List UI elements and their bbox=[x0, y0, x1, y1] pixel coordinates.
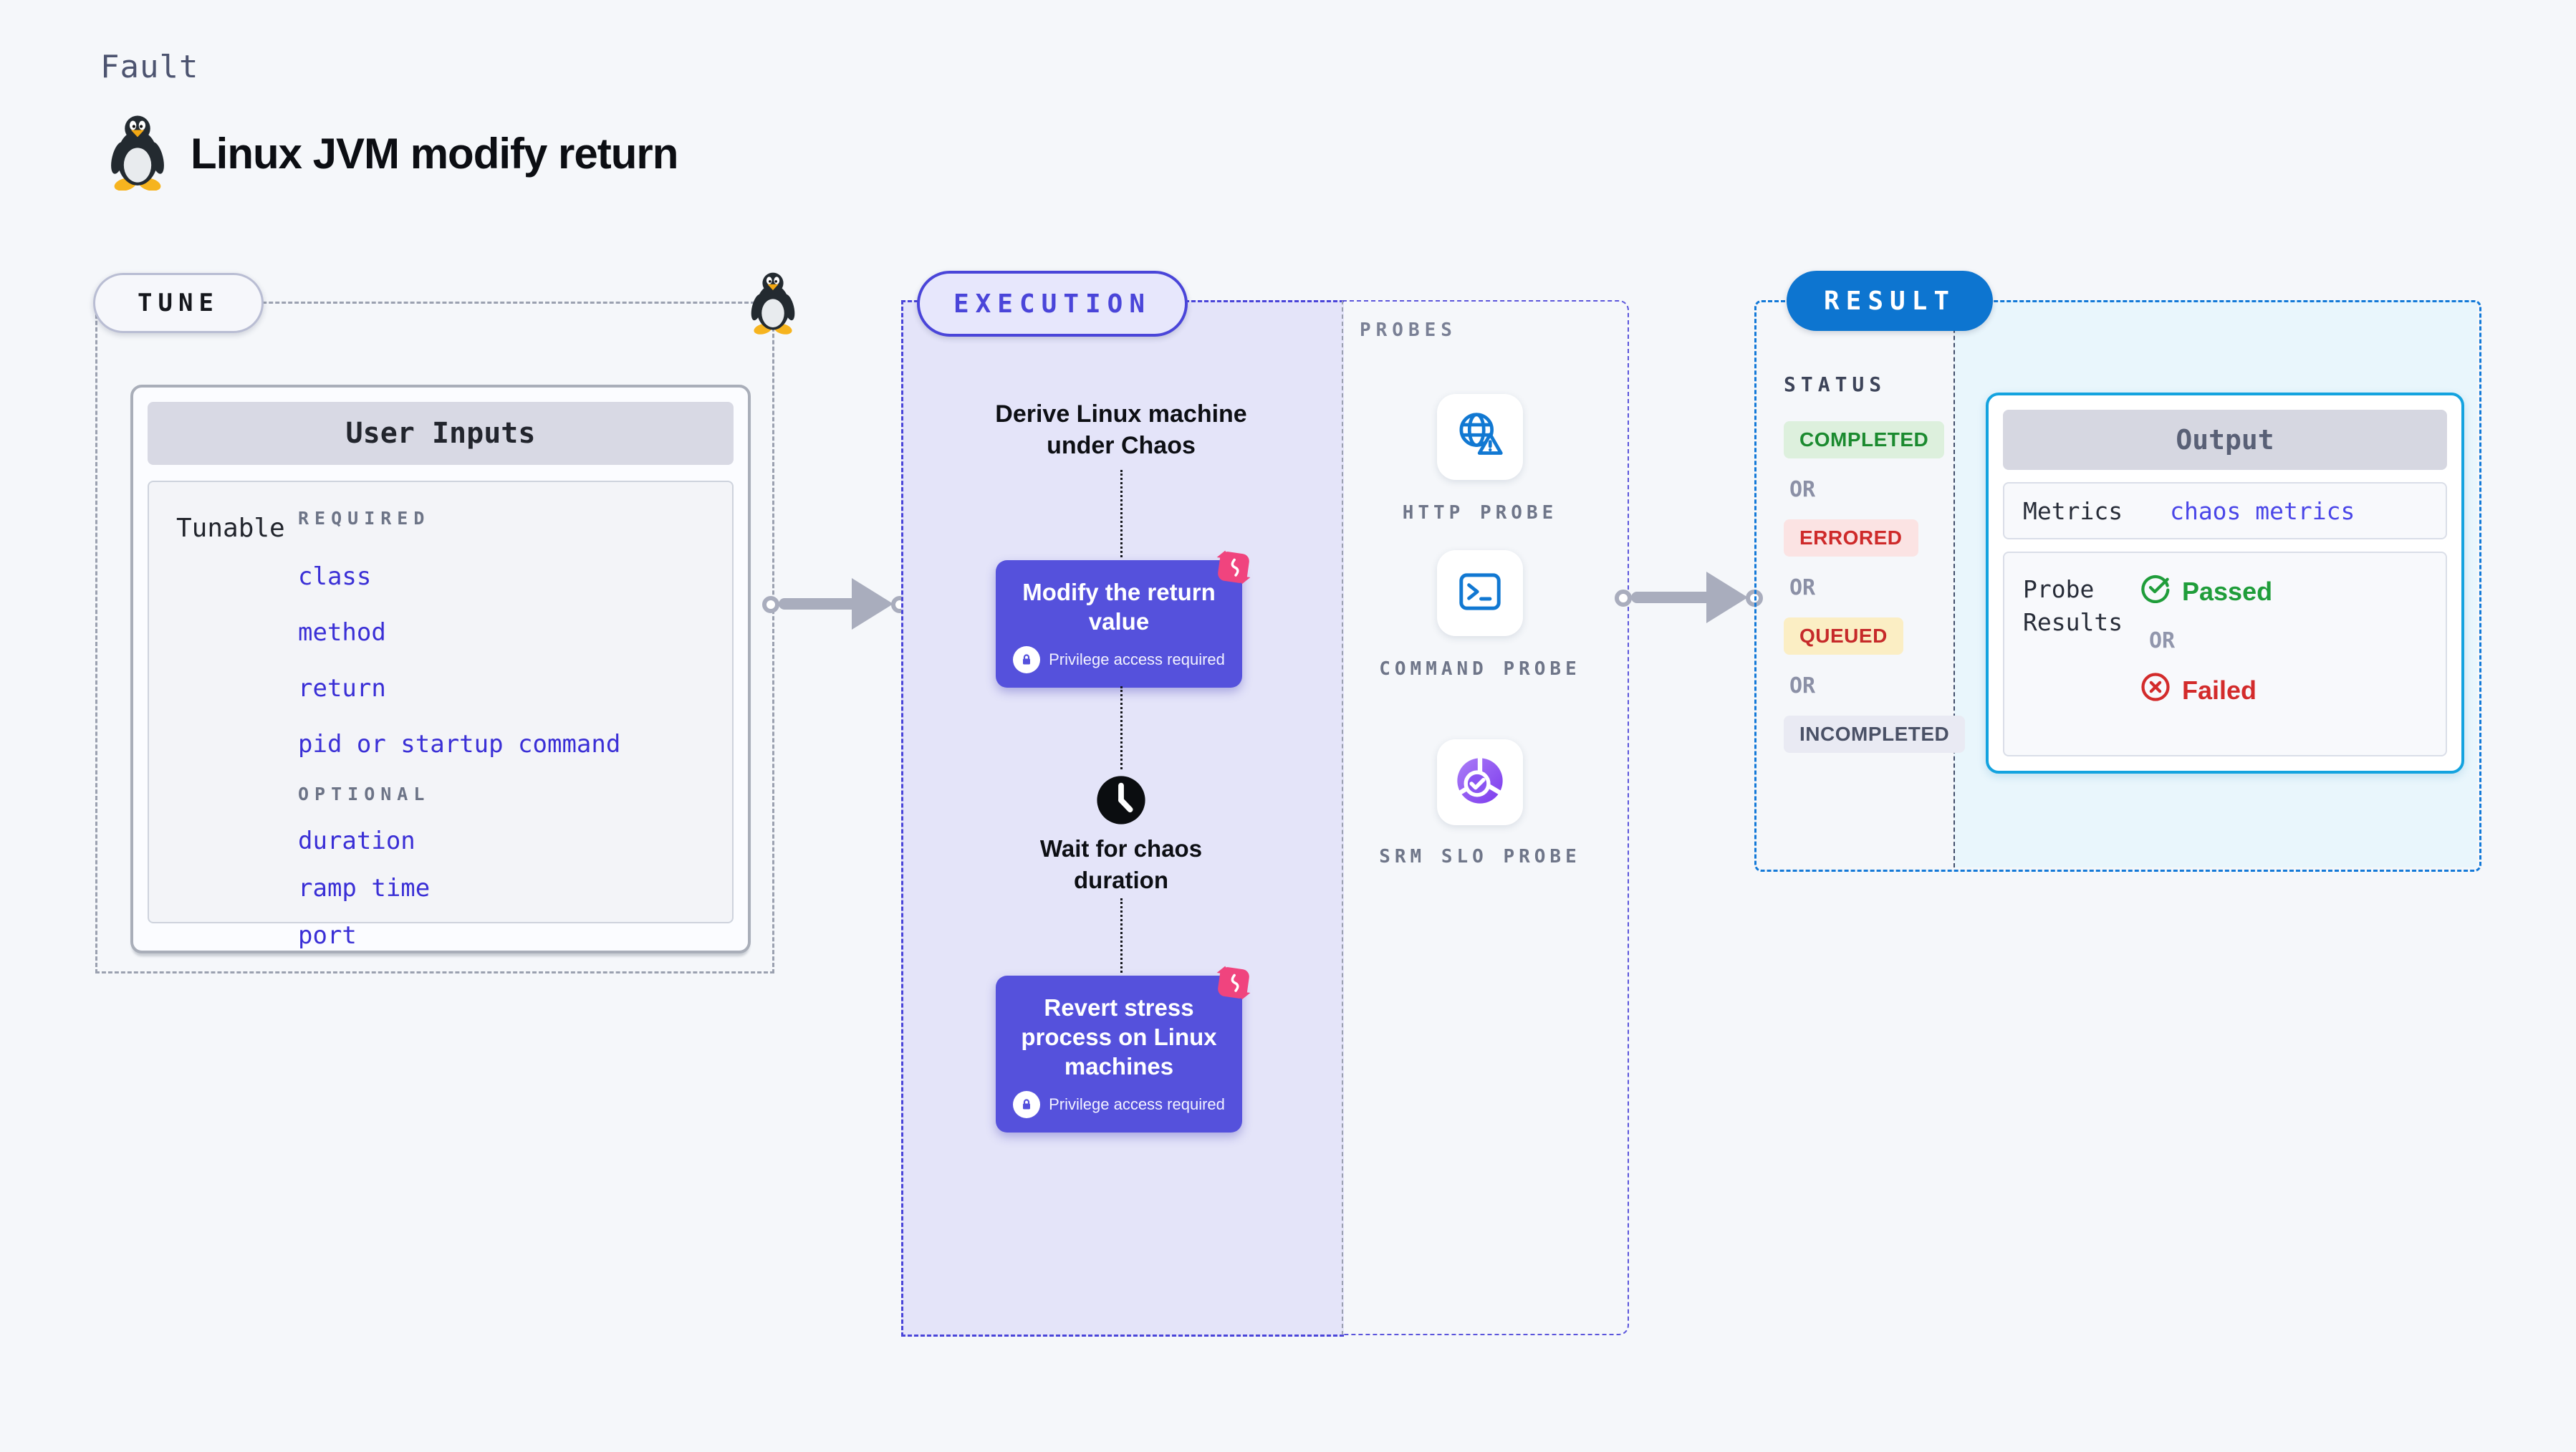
execution-to-result-arrow bbox=[1615, 566, 1763, 629]
srm-slo-probe-label: SRM SLO PROBE bbox=[1379, 846, 1581, 867]
tune-section-box bbox=[95, 302, 774, 973]
privilege-note: Privilege access required bbox=[1049, 650, 1225, 668]
tunable-link-method[interactable]: method bbox=[298, 618, 386, 647]
tunable-label: Tunable bbox=[176, 514, 285, 543]
revert-stress-title: Revert stress process on Linux machines bbox=[1021, 994, 1217, 1080]
flow-connector bbox=[1120, 898, 1123, 973]
tux-penguin-icon bbox=[106, 113, 169, 194]
metrics-row: Metrics chaos metrics bbox=[2003, 482, 2447, 539]
fault-kicker: Fault bbox=[100, 49, 199, 85]
http-probe-card[interactable] bbox=[1437, 394, 1523, 480]
optional-label: OPTIONAL bbox=[298, 784, 431, 804]
probe-results-row: Probe Results Passed OR bbox=[2003, 552, 2447, 756]
output-title: Output bbox=[2003, 410, 2447, 470]
or-label: OR bbox=[1789, 477, 1816, 502]
failed-label: Failed bbox=[2182, 675, 2257, 705]
page-header: Linux JVM modify return bbox=[106, 113, 678, 194]
execution-section-pill: EXECUTION bbox=[917, 271, 1188, 337]
http-probe-label: HTTP PROBE bbox=[1402, 502, 1558, 524]
command-probe-card[interactable] bbox=[1437, 550, 1523, 636]
chaos-spark-icon bbox=[1213, 963, 1254, 1003]
probes-section-box bbox=[1342, 300, 1629, 1335]
status-list: COMPLETED OR ERRORED OR QUEUED OR INCOMP… bbox=[1784, 421, 1966, 753]
probes-label: PROBES bbox=[1360, 319, 1457, 341]
metrics-label: Metrics bbox=[2023, 496, 2123, 525]
tunable-link-duration[interactable]: duration bbox=[298, 827, 415, 855]
output-card: Output Metrics chaos metrics Probe Resul… bbox=[1986, 393, 2464, 774]
privilege-note: Privilege access required bbox=[1049, 1095, 1225, 1113]
flow-connector bbox=[1120, 470, 1123, 557]
status-badge-completed: COMPLETED bbox=[1784, 421, 1945, 458]
status-badge-queued: QUEUED bbox=[1784, 617, 1903, 655]
slo-gauge-icon bbox=[1453, 754, 1507, 812]
srm-slo-probe-card[interactable] bbox=[1437, 739, 1523, 825]
lock-icon bbox=[1013, 646, 1041, 673]
tunable-link-ramp-time[interactable]: ramp time bbox=[298, 874, 431, 903]
result-section-box bbox=[1754, 300, 2481, 872]
wait-step-label: Wait for chaos duration bbox=[1039, 835, 1203, 893]
user-inputs-title: User Inputs bbox=[148, 402, 734, 465]
modify-return-title: Modify the return value bbox=[1022, 579, 1216, 635]
tune-section-pill: TUNE bbox=[93, 273, 264, 333]
clock-icon bbox=[1095, 774, 1147, 826]
globe-alert-icon bbox=[1453, 408, 1507, 466]
or-label: OR bbox=[1789, 575, 1816, 600]
tunable-link-pid-or-startup-command[interactable]: pid or startup command bbox=[298, 730, 621, 759]
tunable-link-port[interactable]: port bbox=[298, 921, 357, 950]
chaos-spark-icon bbox=[1213, 547, 1254, 587]
lock-icon bbox=[1013, 1091, 1041, 1118]
tunable-link-return[interactable]: return bbox=[298, 674, 386, 703]
status-badge-errored: ERRORED bbox=[1784, 519, 1918, 557]
modify-return-step[interactable]: Modify the return value Privilege access… bbox=[996, 550, 1251, 688]
or-label: OR bbox=[1789, 673, 1816, 698]
x-circle-icon bbox=[2140, 672, 2171, 708]
terminal-icon bbox=[1453, 565, 1506, 622]
status-badge-incompleted: INCOMPLETED bbox=[1784, 716, 1966, 753]
tune-to-execution-arrow bbox=[762, 572, 908, 635]
status-label: STATUS bbox=[1784, 372, 1887, 396]
result-divider bbox=[1953, 300, 1955, 867]
probe-results-label: Probe Results bbox=[2023, 575, 2123, 636]
command-probe-label: COMMAND PROBE bbox=[1379, 658, 1581, 680]
passed-label: Passed bbox=[2182, 576, 2273, 606]
revert-stress-step[interactable]: Revert stress process on Linux machines … bbox=[996, 966, 1251, 1133]
derive-step-label: Derive Linux machine under Chaos bbox=[995, 400, 1247, 459]
tunable-link-class[interactable]: class bbox=[298, 562, 372, 591]
user-inputs-body: Tunable REQUIRED class method return pid… bbox=[148, 481, 734, 950]
page-title: Linux JVM modify return bbox=[191, 130, 678, 178]
tux-penguin-icon bbox=[748, 269, 798, 339]
check-circle-icon bbox=[2140, 573, 2171, 610]
result-section-pill: RESULT bbox=[1787, 271, 1993, 331]
user-inputs-card: User Inputs Tunable REQUIRED class metho… bbox=[130, 385, 751, 953]
flow-connector bbox=[1120, 686, 1123, 769]
metrics-value-link[interactable]: chaos metrics bbox=[2170, 496, 2355, 525]
or-label: OR bbox=[2149, 628, 2176, 653]
required-label: REQUIRED bbox=[298, 508, 431, 529]
